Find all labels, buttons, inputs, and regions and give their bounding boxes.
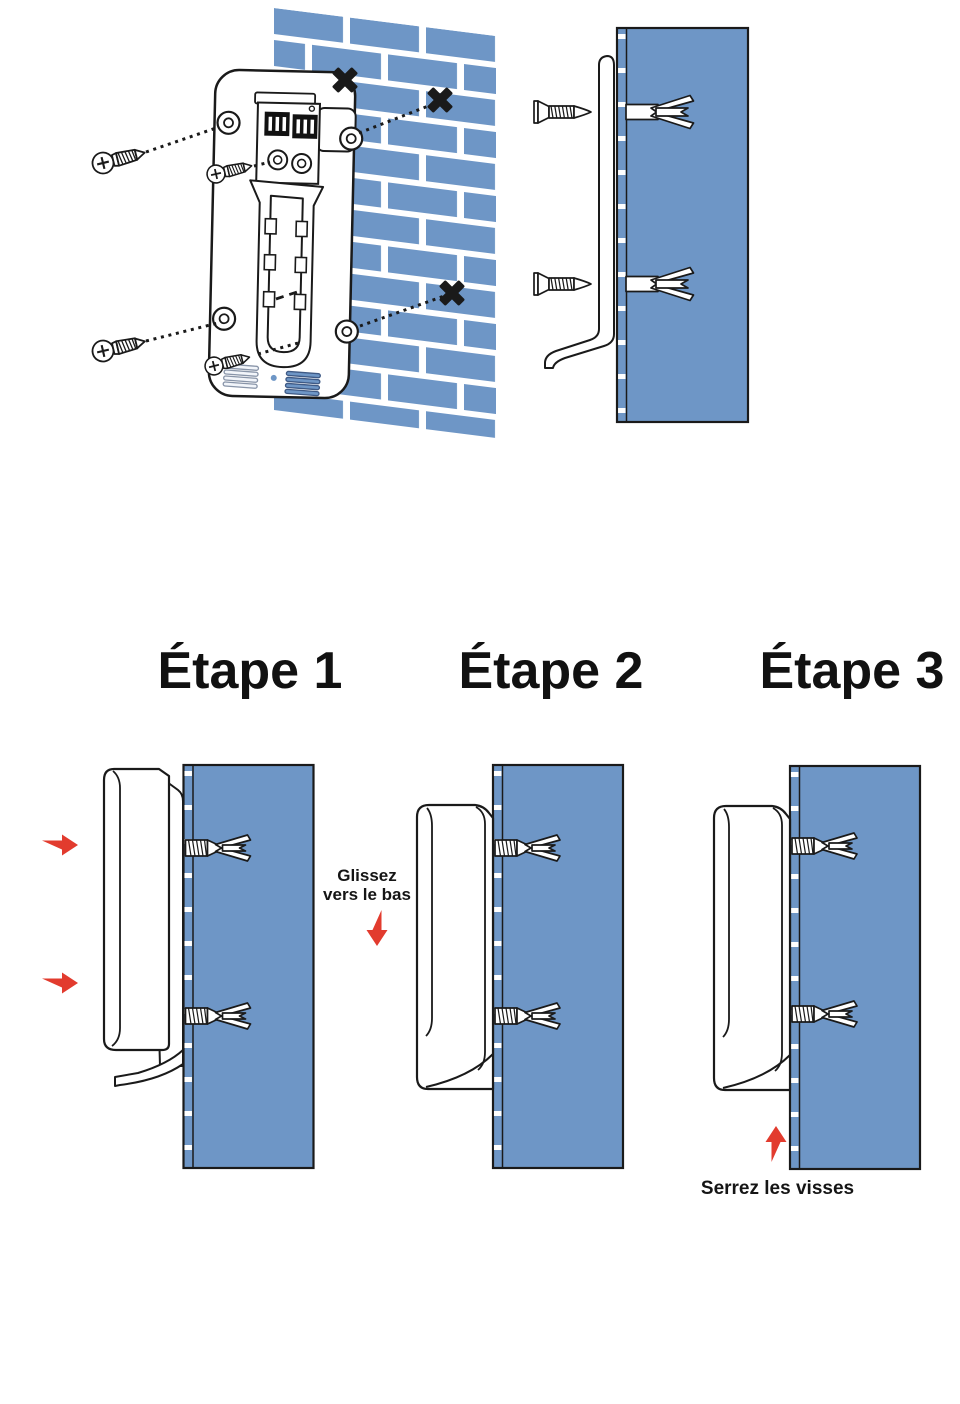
screw [533, 272, 592, 296]
slide-down-arrow [366, 910, 388, 946]
step-3-title: Étape 3 [759, 642, 945, 700]
step-2-diagram [366, 765, 624, 1168]
slide-down-label-line2: vers le bas [323, 885, 411, 904]
mounting-holes [211, 110, 364, 344]
microphone-hole [270, 374, 277, 381]
connector-icon [292, 114, 318, 139]
doorbell-backplate [207, 68, 364, 400]
alignment-guide-lines [145, 101, 448, 356]
push-arrow [42, 834, 78, 856]
screw-terminal [291, 152, 313, 174]
anchor-side-view-diagram [533, 26, 750, 424]
wall-cross-section [790, 766, 920, 1169]
slide-down-label: Glissez vers le bas [302, 866, 432, 904]
mounting-bracket-profile [544, 55, 615, 369]
device-profile [712, 804, 792, 1092]
screw [533, 100, 592, 124]
push-arrow [42, 972, 78, 994]
step-1-title: Étape 1 [157, 642, 343, 700]
connector-icon [264, 111, 290, 137]
backplate-mounting-diagram [89, 8, 496, 439]
wall-cross-section [493, 765, 623, 1168]
wall-cross-section [615, 26, 750, 424]
screw [89, 141, 149, 177]
screw-terminal [267, 149, 289, 171]
tighten-arrow [765, 1126, 787, 1162]
step-2-title: Étape 2 [458, 642, 644, 700]
step-1-diagram [42, 765, 314, 1168]
slide-down-label-line1: Glissez [337, 866, 397, 885]
screw [89, 330, 149, 365]
device-profile [102, 767, 184, 1087]
wall-cross-section [184, 765, 314, 1168]
bracket-slot [249, 179, 325, 369]
step-3-diagram [712, 766, 920, 1169]
speaker-grille [284, 370, 321, 397]
bracket-flange [114, 1049, 184, 1087]
tighten-screws-label: Serrez les visses [700, 1178, 855, 1199]
terminal-block [254, 91, 322, 185]
device-profile [415, 803, 495, 1091]
